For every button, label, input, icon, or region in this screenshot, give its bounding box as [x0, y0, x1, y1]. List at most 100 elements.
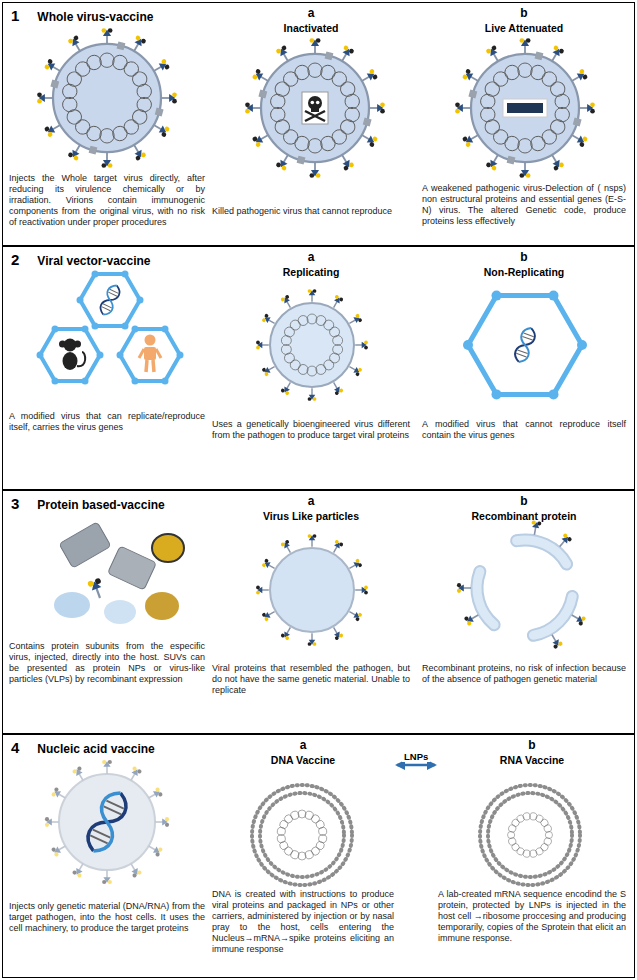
panel-text-column: 1Whole virus-vaccineInjects the Whole ta…	[9, 3, 205, 245]
panel-description: Injects the Whole target virus directly,…	[9, 173, 205, 228]
protein-subunits-icon	[108, 546, 157, 590]
attenuated-virus-icon	[455, 38, 595, 178]
panel-number: 2	[11, 251, 19, 268]
virus-like-particle-icon	[256, 534, 368, 646]
recombinant-protein-icon	[533, 596, 572, 635]
viral-vector-hexagons	[156, 349, 161, 358]
recombinant-protein-icon	[530, 520, 542, 536]
recombinant-protein-icon	[477, 572, 494, 625]
panel-heading-row: 3 Protein based-vaccine	[9, 495, 205, 512]
vaccine-type-description: Killed pathogenic virus that cannot repr…	[212, 206, 410, 217]
nucleic-acid-virus-icon	[45, 760, 169, 884]
replicating-vector-icon	[256, 289, 368, 401]
vaccine-type-description: Viral proteins that resembled the pathog…	[212, 663, 410, 696]
option-letter: b	[528, 738, 535, 752]
rna-lnp-icon	[480, 785, 580, 885]
option-letter: b	[520, 250, 527, 264]
recombinant-protein-icon	[517, 540, 567, 564]
vaccine-type-heading: DNA Vaccine	[271, 754, 335, 766]
option-letter: a	[308, 250, 315, 264]
recombinant-protein-icon	[464, 611, 481, 626]
vaccine-type-description: A lab-created mRNA sequence encodind the…	[438, 889, 626, 944]
panel-title: Viral vector-vaccine	[37, 254, 150, 268]
non-replicating-vector-icon	[513, 326, 538, 364]
nucleic-acid-virus-icon	[45, 760, 169, 884]
non-replicating-vector-icon	[463, 340, 473, 350]
inactivated-virus-icon	[305, 111, 325, 121]
protein-subunits-icon	[54, 522, 184, 624]
virus-like-particle-icon	[256, 534, 368, 646]
viral-vector-hexagons	[117, 326, 184, 385]
panel-number: 1	[11, 7, 19, 24]
panel-description: Injects only genetic material (DNA/RNA) …	[9, 901, 205, 934]
protein-subunits-icon	[59, 522, 111, 568]
vaccine-type-column: aDNA VaccineDNA is created with instruct…	[209, 735, 397, 977]
replicating-vector-icon	[270, 303, 354, 387]
non-replicating-vector-icon	[577, 340, 587, 350]
vaccine-type-column: bRecombinant proteinRecombinant proteins…	[419, 491, 629, 733]
replicating-vector-icon	[256, 289, 368, 401]
recombinant-protein-icon	[477, 572, 494, 625]
connector-label: LNPs	[402, 751, 430, 762]
vaccine-type-description: A modified virus that cannot reproduce i…	[422, 419, 626, 441]
option-letter: b	[520, 6, 527, 20]
nucleic-acid-virus-icon	[59, 774, 155, 870]
panel-description: Contains protein subunits from the espec…	[9, 641, 205, 685]
recombinant-protein-icon	[548, 632, 563, 649]
dna-lnp-icon	[277, 810, 328, 860]
vaccine-type-column: aInactivatedKilled pathogenic virus that…	[209, 3, 413, 245]
panel-heading-row: 4 Nucleic acid vaccine	[9, 739, 205, 756]
recombinant-protein-icon	[517, 540, 567, 564]
viral-vector-hexagons	[139, 349, 144, 358]
viral-vector-hexagons	[98, 283, 122, 317]
inactivated-virus-icon	[245, 38, 385, 178]
panel-text-column: 2Viral vector-vaccineA modified virus th…	[9, 247, 205, 489]
viral-vector-hexagons	[37, 271, 184, 385]
viral-vector-hexagons	[59, 341, 66, 348]
vaccine-type-description: Uses a genetically bioengineered virus d…	[212, 419, 410, 441]
panel-text-column: 4 Nucleic acid vaccineInjects only geneti…	[9, 735, 205, 977]
protein-subunits-icon	[87, 578, 106, 601]
virus-like-particle-icon	[270, 548, 354, 632]
rna-lnp-icon	[480, 785, 580, 885]
panel-number: 4	[11, 739, 19, 756]
viral-vector-hexagons	[145, 335, 156, 346]
vaccine-type-column: aReplicatingUses a genetically bioengine…	[209, 247, 413, 489]
vaccine-type-description: Recombinant proteins, no risk of infecti…	[422, 663, 626, 685]
panel-title: Nucleic acid vaccine	[37, 742, 154, 756]
vaccine-panel: 1Whole virus-vaccineInjects the Whole ta…	[2, 2, 635, 246]
vaccine-type-description: DNA is created with instructions to prod…	[212, 889, 394, 955]
protein-subunits-icon	[152, 534, 184, 562]
inactivated-virus-icon	[302, 92, 328, 124]
option-letter: a	[308, 494, 315, 508]
vaccine-type-description: A weakened pathogenic virus-Delection of…	[422, 183, 626, 227]
panel-number: 3	[11, 495, 19, 512]
vaccine-type-heading: RNA Vaccine	[500, 754, 564, 766]
protein-subunits-icon	[145, 592, 179, 620]
vaccine-type-heading: Non-Replicating	[484, 266, 565, 278]
attenuated-virus-icon	[507, 103, 543, 113]
vaccine-type-heading: Replicating	[283, 266, 340, 278]
vaccine-type-column: aVirus Like particlesViral proteins that…	[209, 491, 413, 733]
non-replicating-vector-icon	[463, 291, 587, 400]
non-replicating-vector-icon	[468, 296, 582, 395]
rna-lnp-icon	[488, 793, 572, 877]
nucleic-acid-virus-icon	[83, 788, 132, 856]
recombinant-protein-icon	[533, 596, 572, 635]
dna-lnp-icon	[260, 793, 344, 877]
viral-vector-hexagons	[153, 360, 154, 372]
viral-vector-hexagons	[77, 271, 144, 330]
attenuated-virus-icon	[455, 38, 595, 178]
panel-title: Protein based-vaccine	[37, 498, 164, 512]
recombinant-protein-icon	[569, 611, 586, 626]
inactivated-virus-icon	[245, 38, 385, 178]
whole-virus-icon	[37, 28, 177, 168]
inactivated-virus-icon	[311, 107, 319, 112]
vaccine-panel: 3 Protein based-vaccineContains protein s…	[2, 490, 635, 734]
vaccine-type-column: bNon-Replicating A modified virus that ca…	[419, 247, 629, 489]
vaccine-type-heading: Recombinant protein	[471, 510, 576, 522]
replicating-vector-icon	[281, 314, 344, 376]
vaccine-type-column: bRNA Vaccine A lab-created mRNA sequence …	[435, 735, 629, 977]
rna-lnp-icon	[504, 809, 557, 861]
